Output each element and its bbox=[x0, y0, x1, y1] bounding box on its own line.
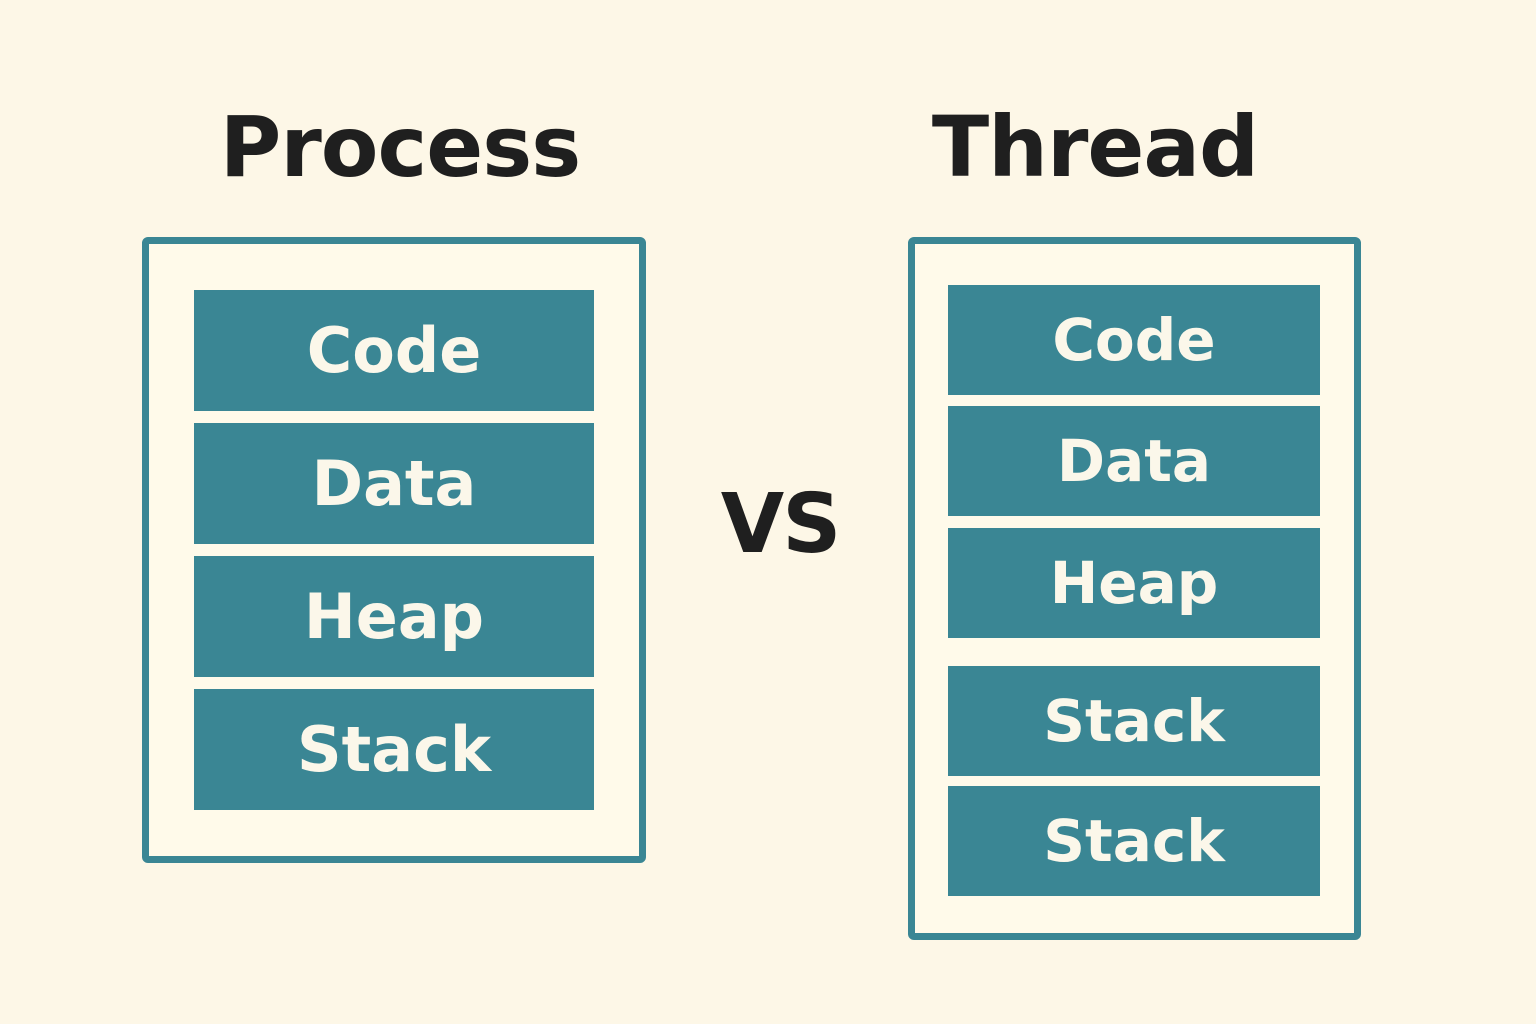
process-segment-code: Code bbox=[194, 290, 594, 411]
thread-segment-code: Code bbox=[948, 285, 1320, 395]
vs-label: VS bbox=[720, 477, 842, 572]
thread-segment-stack-1: Stack bbox=[948, 666, 1320, 776]
process-segment-data: Data bbox=[194, 423, 594, 544]
thread-segment-heap: Heap bbox=[948, 528, 1320, 638]
process-segment-heap: Heap bbox=[194, 556, 594, 677]
process-title: Process bbox=[219, 98, 581, 196]
process-segment-stack: Stack bbox=[194, 689, 594, 810]
thread-title: Thread bbox=[931, 98, 1259, 196]
thread-segment-stack-2: Stack bbox=[948, 786, 1320, 896]
thread-segment-data: Data bbox=[948, 406, 1320, 516]
